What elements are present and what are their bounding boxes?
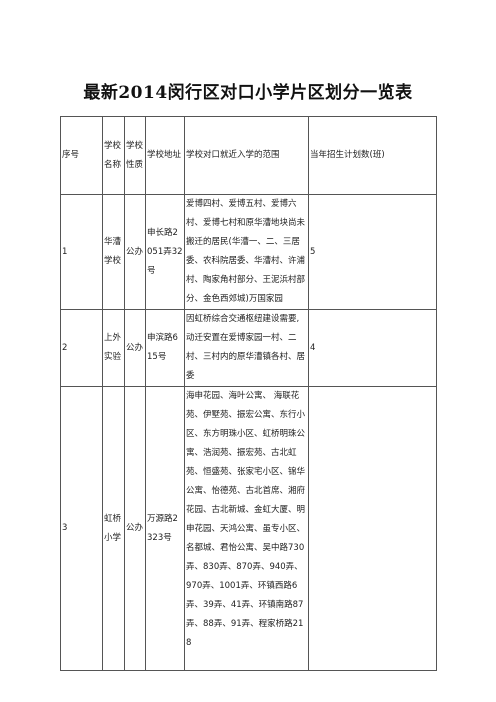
row-no: 1 (60, 194, 103, 310)
row-no: 3 (60, 386, 103, 671)
page-title: 最新2014闵行区对口小学片区划分一览表 (83, 83, 413, 103)
row-scope: 因虹桥综合交通枢纽建设需要,动迁安置在爱博家园一村、二村、三村内的原华漕镇各村、… (184, 309, 309, 387)
row-scope: 爱博四村、爱博五村、爱博六村、爱博七村和原华漕地块尚未搬迁的居民(华漕一、二、三… (184, 194, 309, 310)
row-no: 2 (60, 309, 103, 387)
row-address: 申滨路615号 (145, 309, 185, 387)
row-scope: 海申花园、海叶公寓、 海联花苑、伊墅苑、振宏公寓、东行小区、东方明珠小区、虹桥明… (184, 386, 309, 671)
header-type: 学校性质 (124, 116, 146, 195)
table-header-row: 序号 学校名称 学校性质 学校地址 学校对口就近入学的范围 当年招生计划数(班) (60, 116, 437, 195)
row-school-type: 公办 (124, 194, 146, 310)
header-no: 序号 (60, 116, 103, 195)
row-plan: 4 (308, 309, 437, 387)
row-school-type: 公办 (124, 386, 146, 671)
row-address: 申长路2051弄32号 (145, 194, 185, 310)
header-scope: 学校对口就近入学的范围 (184, 116, 309, 195)
row-plan (308, 386, 437, 671)
row-school-type: 公办 (124, 309, 146, 387)
row-school-name: 虹桥小学 (102, 386, 125, 671)
row-address: 万源路2323号 (145, 386, 185, 671)
row-plan: 5 (308, 194, 437, 310)
school-table: 序号 学校名称 学校性质 学校地址 学校对口就近入学的范围 当年招生计划数(班)… (60, 116, 437, 671)
header-plan: 当年招生计划数(班) (308, 116, 437, 195)
table-row: 1 华漕学校 公办 申长路2051弄32号 爱博四村、爱博五村、爱博六村、爱博七… (60, 194, 437, 310)
header-name: 学校名称 (102, 116, 125, 195)
table-row: 3 虹桥小学 公办 万源路2323号 海申花园、海叶公寓、 海联花苑、伊墅苑、振… (60, 386, 437, 671)
table-row: 2 上外实验 公办 申滨路615号 因虹桥综合交通枢纽建设需要,动迁安置在爱博家… (60, 309, 437, 387)
header-address: 学校地址 (145, 116, 185, 195)
row-school-name: 上外实验 (102, 309, 125, 387)
row-school-name: 华漕学校 (102, 194, 125, 310)
